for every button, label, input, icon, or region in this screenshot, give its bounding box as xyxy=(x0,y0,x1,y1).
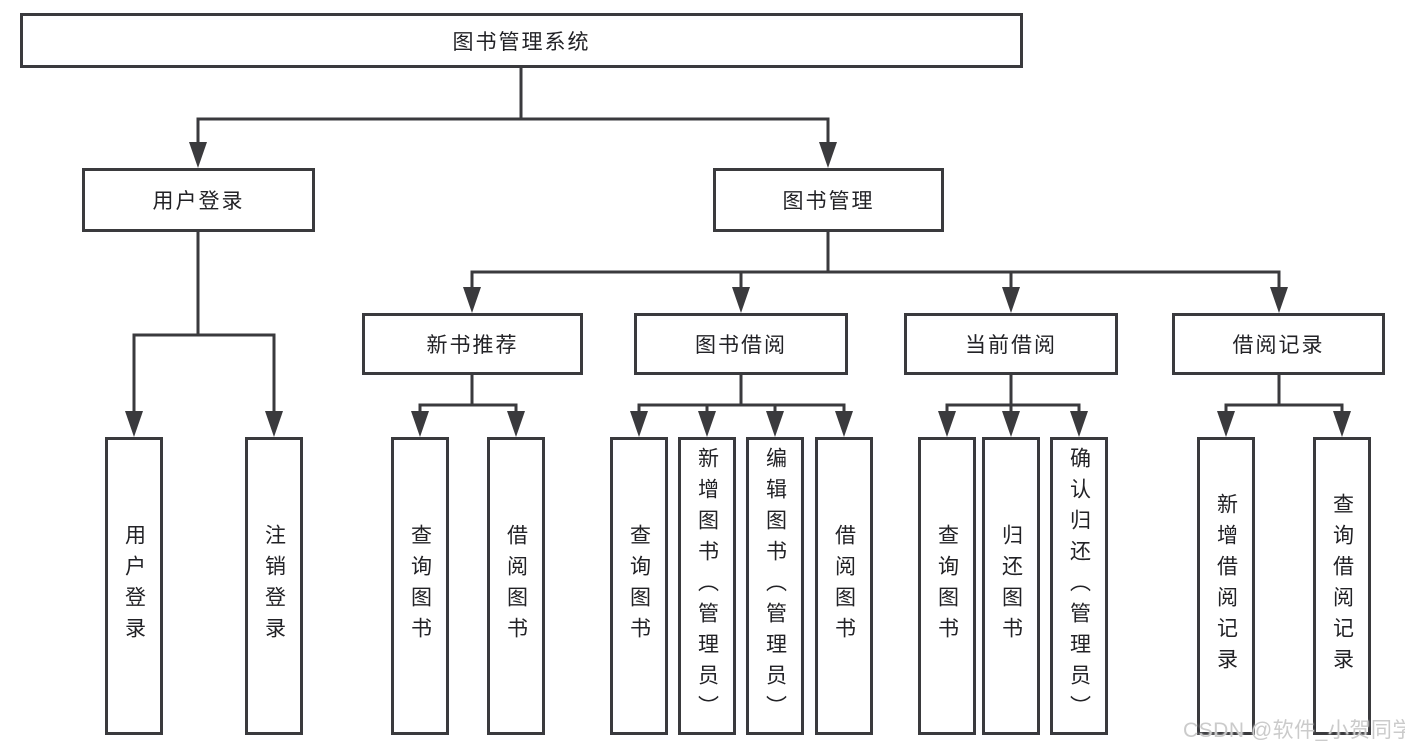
node-system-root: 图书管理系统 xyxy=(20,13,1023,68)
leaf-label: 新增图书（管理员） xyxy=(695,446,719,726)
leaf-query-books-recommend: 查询图书 xyxy=(391,437,449,735)
leaf-label: 查询图书 xyxy=(935,524,959,648)
node-label: 图书借阅 xyxy=(695,334,787,357)
node-new-book-recommend: 新书推荐 xyxy=(362,313,583,375)
branch-new-book-recommend xyxy=(411,373,525,437)
node-book-management: 图书管理 xyxy=(713,168,944,232)
node-label: 新书推荐 xyxy=(426,334,519,357)
leaf-label: 新增借阅记录 xyxy=(1214,493,1238,679)
branch-borrow-records xyxy=(1217,373,1351,437)
leaf-borrow-books-recommend: 借阅图书 xyxy=(487,437,545,735)
leaf-add-borrow-record: 新增借阅记录 xyxy=(1197,437,1255,735)
leaf-add-book-admin: 新增图书（管理员） xyxy=(678,437,736,735)
leaf-query-books: 查询图书 xyxy=(610,437,668,735)
node-label: 图书管理系统 xyxy=(452,30,591,54)
leaf-label: 查询图书 xyxy=(408,524,432,648)
leaf-label: 查询图书 xyxy=(627,524,651,648)
node-label: 借阅记录 xyxy=(1232,334,1325,357)
leaf-logout: 注销登录 xyxy=(245,437,303,735)
leaf-label: 注销登录 xyxy=(262,524,286,648)
leaf-return-books: 归还图书 xyxy=(982,437,1040,735)
leaf-label: 归还图书 xyxy=(999,524,1023,648)
leaf-label: 编辑图书（管理员） xyxy=(763,446,787,726)
branch-book-borrow xyxy=(630,373,853,437)
node-borrow-records: 借阅记录 xyxy=(1172,313,1385,375)
branch-book-management xyxy=(463,230,1288,313)
leaf-confirm-return-admin: 确认归还（管理员） xyxy=(1050,437,1108,735)
leaf-query-books-current: 查询图书 xyxy=(918,437,976,735)
branch-root-to-level2 xyxy=(189,66,837,168)
leaf-label: 用户登录 xyxy=(122,524,146,648)
branch-current-borrow xyxy=(938,373,1088,437)
node-label: 图书管理 xyxy=(782,190,875,213)
branch-user-login xyxy=(125,230,283,437)
leaf-label: 确认归还（管理员） xyxy=(1067,446,1091,726)
leaf-edit-book-admin: 编辑图书（管理员） xyxy=(746,437,804,735)
leaf-label: 借阅图书 xyxy=(832,524,856,648)
node-user-login: 用户登录 xyxy=(82,168,315,232)
node-book-borrow: 图书借阅 xyxy=(634,313,848,375)
node-label: 当前借阅 xyxy=(965,334,1057,357)
node-label: 用户登录 xyxy=(152,190,245,213)
leaf-label: 查询借阅记录 xyxy=(1330,493,1354,679)
node-current-borrow: 当前借阅 xyxy=(904,313,1118,375)
leaf-borrow-books: 借阅图书 xyxy=(815,437,873,735)
leaf-query-borrow-record: 查询借阅记录 xyxy=(1313,437,1371,735)
leaf-label: 借阅图书 xyxy=(504,524,528,648)
leaf-user-login: 用户登录 xyxy=(105,437,163,735)
watermark: CSDN @软件_小贺同学 xyxy=(1183,719,1405,742)
